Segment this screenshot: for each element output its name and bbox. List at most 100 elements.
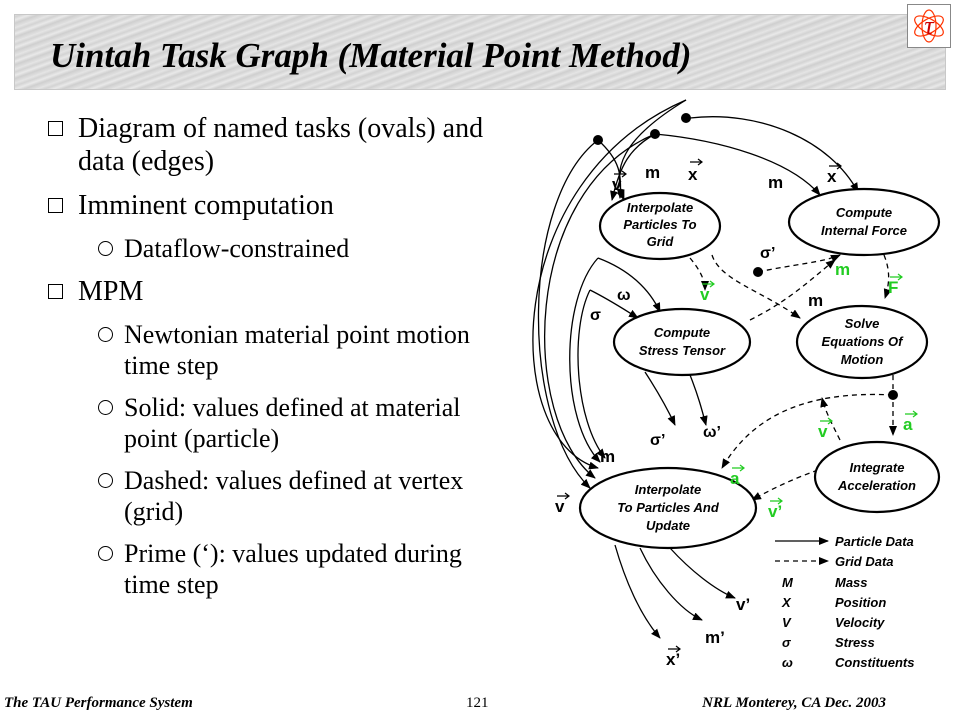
svg-text:x: x [827,167,837,186]
edge-m-to-interp-grid [616,99,687,201]
svg-text:m: m [645,163,660,182]
svg-text:Particles To: Particles To [623,217,696,232]
edge-sigma-to-update [577,289,606,459]
bullet-item: Diagram of named tasks (ovals) and data … [40,112,500,178]
edge-force-to-solve [883,254,892,299]
edge-update-to-m-prime [639,547,703,621]
svg-text:Grid: Grid [647,234,675,249]
edge-integrate-to-update [751,469,819,501]
edge-grid-m-to-force [757,254,841,273]
svg-text:v: v [612,175,622,194]
sub-bullet-item: Solid: values defined at material point … [40,392,500,454]
svg-text:v’: v’ [768,502,782,521]
svg-text:V: V [782,615,792,630]
edge-omega-to-stress [597,257,661,313]
svg-text:Update: Update [646,518,690,533]
svg-text:x’: x’ [666,650,680,669]
svg-text:a: a [903,415,913,434]
svg-text:X: X [781,595,792,610]
sub-bullet-item: Dataflow-constrained [40,233,500,264]
svg-text:σ: σ [590,307,601,324]
grid-data-edges [689,254,897,501]
svg-text:Compute: Compute [654,325,710,340]
edge-omega-to-update [569,257,601,463]
edge-x-to-force [689,116,859,193]
bullet-list: Diagram of named tasks (ovals) and data … [40,112,500,611]
svg-text:m: m [808,291,823,310]
svg-text:m: m [600,447,615,466]
sub-bullet-item: Prime (‘): values updated during time st… [40,538,500,600]
task-integrate-acceleration [813,440,941,514]
svg-text:v: v [818,422,828,441]
task-interpolate-to-grid [598,191,722,261]
vector-arrows-over-labels [557,158,842,653]
svg-text:To Particles And: To Particles And [617,500,720,515]
circle-bullet-icon [98,327,113,342]
svg-text:m’: m’ [705,628,725,647]
footer-right: NRL Monterey, CA Dec. 2003 [702,695,886,711]
svg-text:ω’: ω’ [703,424,721,441]
bullet-item: Imminent computation [40,189,500,222]
edge-x-to-update [544,133,656,479]
svg-text:σ’: σ’ [650,432,665,449]
particle-data-edges [532,99,859,639]
svg-text:Compute: Compute [836,205,892,220]
svg-text:M: M [782,575,794,590]
svg-text:ω: ω [617,287,631,304]
edge-grid-v-to-stress [689,257,709,291]
edge-stress-to-omega-prime [689,374,708,426]
logo-letter: τ [924,11,935,40]
edge-grid-m-to-solve [711,254,801,319]
svg-text:Particle Data: Particle Data [835,534,914,549]
svg-text:Position: Position [835,595,886,610]
square-bullet-icon [48,198,63,213]
svg-text:F: F [888,278,898,297]
junction-dots [593,113,898,400]
svg-text:Mass: Mass [835,575,868,590]
svg-text:Interpolate: Interpolate [627,200,693,215]
task-solve-equations [795,304,929,380]
svg-text:Integrate: Integrate [850,460,905,475]
svg-text:ω: ω [782,655,793,670]
edge-update-to-x-prime [614,544,661,639]
svg-text:Internal Force: Internal Force [821,223,907,238]
svg-text:v’: v’ [736,595,750,614]
svg-text:Grid Data: Grid Data [835,554,894,569]
svg-text:Acceleration: Acceleration [837,478,916,493]
svg-text:m: m [835,260,850,279]
svg-text:σ’: σ’ [760,245,775,262]
task-labels: Interpolate Particles To Grid Compute In… [617,200,916,533]
circle-bullet-icon [98,473,113,488]
legend: Particle Data Grid Data M Mass X Positio… [775,534,914,670]
bullet-item: MPM [40,275,500,308]
circle-bullet-icon [98,546,113,561]
square-bullet-icon [48,121,63,136]
svg-text:a: a [730,469,740,488]
edge-v-to-interp-grid [597,139,625,199]
slide-title: Uintah Task Graph (Material Point Method… [50,36,692,75]
grid-vector-arrows [702,273,918,505]
footer-left: The TAU Performance System [4,695,193,711]
tau-logo-icon: τ [907,4,951,48]
task-ovals [578,187,941,550]
circle-bullet-icon [98,241,113,256]
svg-text:m: m [768,173,783,192]
edge-a-to-update [721,393,894,469]
edge-update-to-v-prime [669,547,736,599]
svg-text:Stress: Stress [835,635,875,650]
svg-text:x: x [688,165,698,184]
edge-sigma-to-stress [589,289,639,319]
svg-text:Stress Tensor: Stress Tensor [639,343,726,358]
svg-text:Velocity: Velocity [835,615,885,630]
edge-stress-to-force [749,259,836,321]
svg-text:Constituents: Constituents [835,655,914,670]
edge-stress-to-sigma-prime [644,371,676,426]
sub-bullet-item: Dashed: values defined at vertex (grid) [40,465,500,527]
edge-x-to-interp-grid [610,133,656,201]
task-compute-stress-tensor [612,307,752,377]
sub-bullet-item: Newtonian material point motion time ste… [40,319,500,381]
title-banner: Uintah Task Graph (Material Point Method… [14,14,946,90]
particle-edge-labels: m x v m x ω σ σ’ ω’ σ’ m v v’ m’ x’ m [555,163,837,669]
edge-v-to-update [537,139,599,489]
